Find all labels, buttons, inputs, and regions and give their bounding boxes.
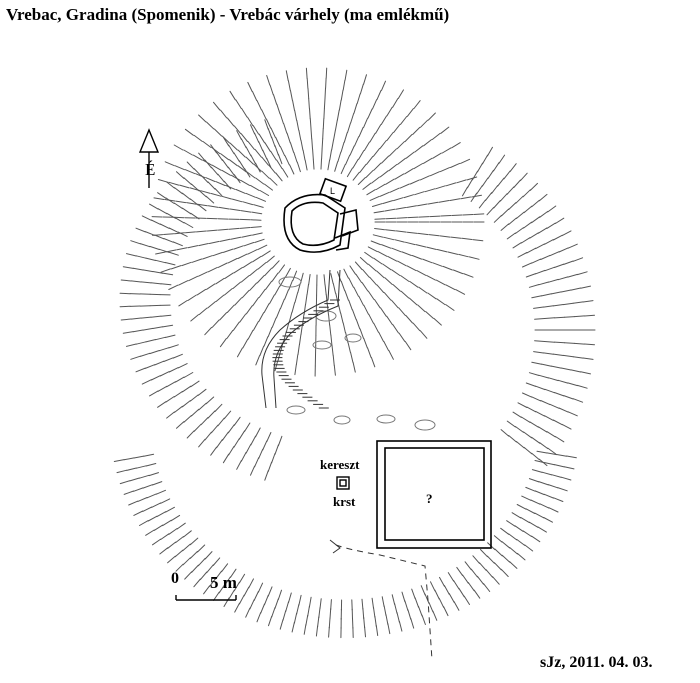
cross-label-croatian: krst <box>333 494 356 509</box>
scale-bar <box>175 595 237 601</box>
scale-zero-label: 0 <box>171 570 179 587</box>
hill-hachures <box>113 67 596 639</box>
cross-label-hungarian: kereszt <box>320 457 360 472</box>
monument-icon: L <box>283 177 359 253</box>
square-enclosure <box>376 440 492 549</box>
stairway <box>261 269 341 409</box>
north-arrow-icon <box>138 128 160 188</box>
scale-five-meter-label: 5 m <box>210 573 237 592</box>
author-signature: sJz, 2011. 04. 03. <box>540 654 653 671</box>
enclosure-unknown-label: ? <box>426 491 433 506</box>
north-label: É <box>145 160 156 179</box>
svg-text:L: L <box>330 186 335 196</box>
cross-marker-icon <box>336 476 350 490</box>
entrance-path <box>329 539 433 661</box>
plan-title: Vrebac, Gradina (Spomenik) - Vrebác várh… <box>6 5 450 24</box>
